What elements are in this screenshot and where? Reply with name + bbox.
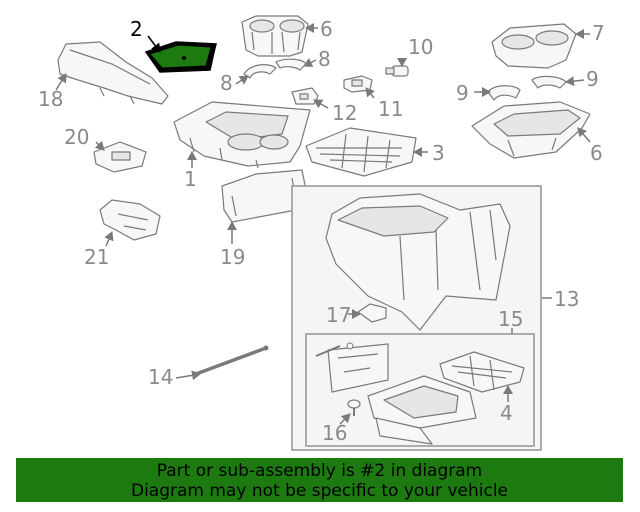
callout-8-left: 8 bbox=[220, 71, 233, 95]
callout-7: 7 bbox=[592, 21, 605, 45]
part-15-tray[interactable] bbox=[367, 375, 477, 445]
banner-line-1: Part or sub-assembly is #2 in diagram bbox=[156, 461, 483, 481]
leader-21 bbox=[104, 231, 114, 247]
callout-15: 15 bbox=[498, 307, 523, 331]
part-11-switch[interactable] bbox=[343, 75, 373, 93]
part-12-bracket[interactable] bbox=[291, 87, 319, 105]
leader-14 bbox=[175, 370, 201, 381]
leader-2 bbox=[147, 35, 161, 53]
callout-8-right: 8 bbox=[318, 47, 331, 71]
callout-12: 12 bbox=[332, 101, 357, 125]
leader-8a bbox=[303, 57, 317, 67]
callout-18: 18 bbox=[38, 87, 63, 111]
callout-10: 10 bbox=[408, 35, 433, 59]
callout-5: 6 bbox=[590, 141, 603, 165]
part-13-console-housing[interactable] bbox=[325, 193, 511, 331]
leader-16 bbox=[339, 413, 351, 425]
leader-18 bbox=[55, 73, 67, 91]
leader-20 bbox=[94, 140, 105, 151]
callout-9-left: 9 bbox=[456, 81, 469, 105]
leader-11 bbox=[365, 87, 375, 99]
callout-3: 3 bbox=[432, 141, 445, 165]
part-4-tray-mat[interactable] bbox=[439, 351, 525, 393]
callout-6: 6 bbox=[320, 17, 333, 41]
part-8-clip-left[interactable] bbox=[243, 64, 277, 79]
part-16-screw[interactable] bbox=[347, 399, 361, 416]
part-9-clip-left[interactable] bbox=[487, 85, 521, 101]
part-10-connector[interactable] bbox=[385, 65, 409, 77]
part-18-trim-panel[interactable] bbox=[57, 41, 169, 105]
callout-20: 20 bbox=[64, 125, 89, 149]
part-17-clip[interactable] bbox=[357, 303, 387, 323]
part-14-rod[interactable] bbox=[195, 345, 269, 376]
part-21-bracket[interactable] bbox=[99, 199, 161, 241]
part-3-floor-mat[interactable] bbox=[305, 127, 417, 177]
info-banner: Part or sub-assembly is #2 in diagram Di… bbox=[16, 458, 623, 502]
part-2-storage-mat[interactable] bbox=[144, 41, 217, 73]
part-8-clip-right[interactable] bbox=[275, 58, 307, 71]
part-6-cup-holder[interactable] bbox=[241, 15, 309, 57]
leader-5 bbox=[577, 127, 591, 143]
leader-8b bbox=[235, 75, 249, 85]
callout-21: 21 bbox=[84, 245, 109, 269]
part-1-console-base[interactable] bbox=[173, 101, 311, 169]
callout-16: 16 bbox=[322, 421, 347, 445]
part-9-clip-right[interactable] bbox=[531, 75, 567, 89]
banner-line-2: Diagram may not be specific to your vehi… bbox=[130, 481, 508, 501]
callout-11: 11 bbox=[378, 97, 403, 121]
callout-9-right: 9 bbox=[586, 67, 599, 91]
callout-14: 14 bbox=[148, 365, 173, 389]
callout-17: 17 bbox=[326, 303, 351, 327]
part-7-cup-holder[interactable] bbox=[491, 23, 577, 69]
callout-13: 13 bbox=[554, 287, 579, 311]
leader-9b bbox=[565, 76, 585, 87]
leader-12 bbox=[313, 99, 329, 109]
part-5-rear-bin[interactable] bbox=[471, 101, 591, 159]
callout-19: 19 bbox=[220, 245, 245, 269]
callout-1: 1 bbox=[184, 167, 197, 191]
part-20-module[interactable] bbox=[93, 141, 147, 173]
callout-2: 2 bbox=[130, 17, 143, 41]
part-15-latch-plate[interactable] bbox=[315, 342, 389, 393]
callout-4: 4 bbox=[500, 401, 513, 425]
